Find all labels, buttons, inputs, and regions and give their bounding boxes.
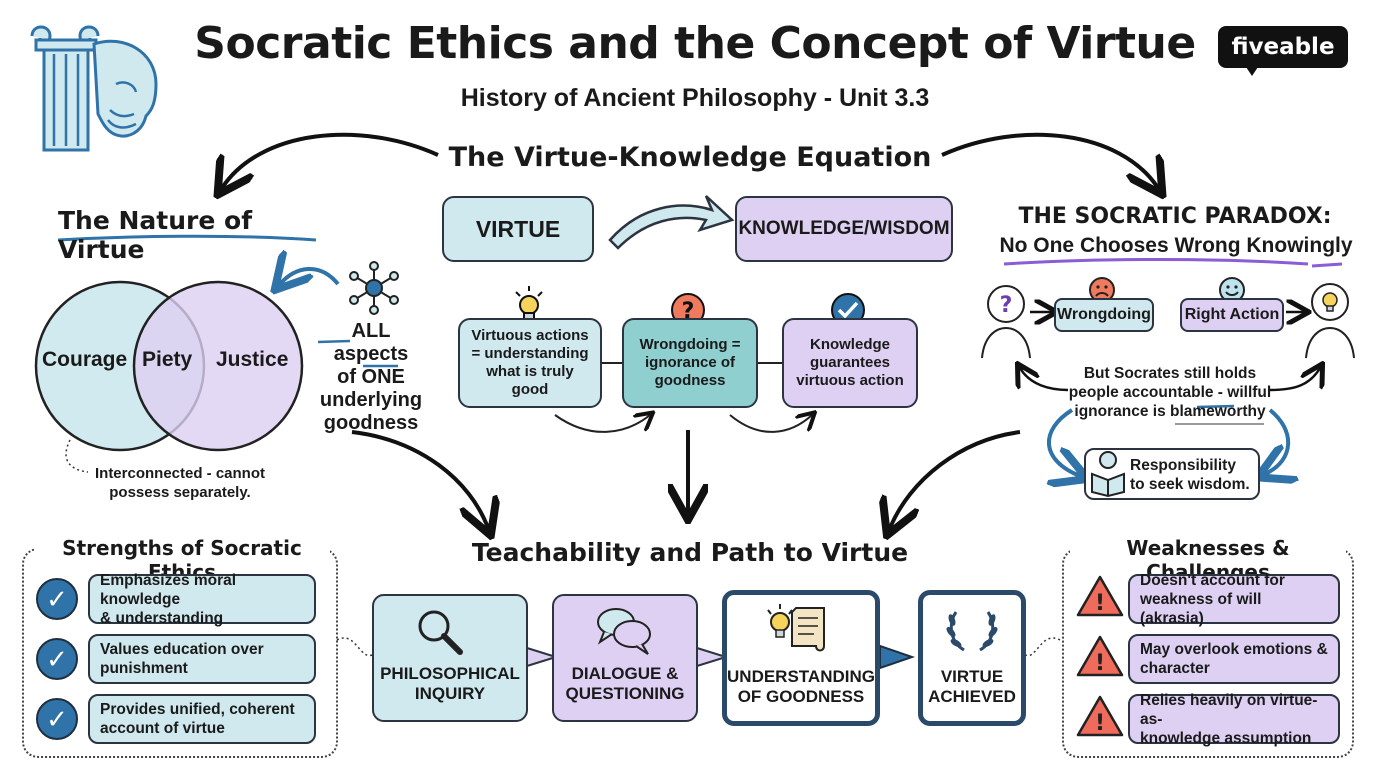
sad-face-icon (1088, 276, 1116, 304)
nature-heading: The Nature of Virtue (58, 206, 253, 264)
column-head-icon (24, 14, 164, 154)
path-step-achieved-l2: ACHIEVED (928, 687, 1016, 706)
strength-item-1: Emphasizes moral knowledge & understandi… (88, 571, 316, 627)
weakness-item-2: May overlook emotions & character (1128, 634, 1340, 684)
path-heading: Teachability and Path to Virtue (471, 538, 909, 567)
reading-person-icon (1088, 450, 1128, 498)
venn-label-courage: Courage (42, 348, 128, 371)
strength-check-icon-2: ✓ (36, 638, 78, 680)
page-title: Socratic Ethics and the Concept of Virtu… (194, 18, 1196, 69)
weakness-item-1: Doesn't account for weakness of will (ak… (1128, 571, 1340, 627)
paradox-heading-2: No One Chooses Wrong Knowingly (999, 234, 1353, 257)
equation-card-virtuous: Virtuous actions = understanding what is… (458, 318, 602, 408)
knowledge-box: KNOWLEDGE/WISDOM (735, 196, 953, 262)
weakness-item-3: Relies heavily on virtue-as- knowledge a… (1128, 691, 1340, 747)
fiveable-logo[interactable]: fiveable (1218, 26, 1348, 68)
confused-person-icon: ? (978, 282, 1034, 360)
equation-card-wrongdoing: Wrongdoing = ignorance of goodness (622, 318, 758, 408)
venn-diagram (34, 280, 304, 452)
weakness-item-3-l1: Relies heavily on virtue-as- (1140, 691, 1318, 728)
strength-item-1-l1: Emphasizes moral knowledge (100, 571, 237, 608)
strength-item-3-l1: Provides unified, coherent (100, 701, 295, 718)
right-action-box: Right Action (1180, 298, 1284, 332)
network-icon (346, 260, 402, 316)
svg-text:!: ! (1095, 591, 1105, 616)
lightbulb-icon (512, 286, 546, 326)
strength-item-2: Values education over punishment (88, 634, 316, 684)
paradox-heading-1: THE SOCRATIC PARADOX: (1018, 204, 1332, 229)
aspects-text: ALL aspects of ONE underlying goodness (312, 320, 430, 435)
path-step-achieved-l1: VIRTUE (940, 667, 1004, 686)
path-step-understanding-l1: UNDERSTANDING (727, 667, 875, 686)
path-step-dialogue-l1: DIALOGUE & (571, 664, 679, 683)
venn-label-justice: Justice (216, 348, 289, 371)
aspects-line-1: ALL aspects (333, 320, 409, 365)
responsibility-line-1: Responsibility (1130, 457, 1236, 474)
warning-icon-2: ! (1076, 634, 1124, 678)
logo-speech-tail (1244, 64, 1260, 76)
speech-bubbles-icon (594, 604, 654, 656)
weakness-item-1-l1: Doesn't account for (1140, 571, 1285, 589)
laurel-wreath-icon (946, 606, 998, 656)
scroll-lightbulb-icon (762, 602, 834, 656)
equation-card-knowledge: Knowledge guarantees virtuous action (782, 318, 918, 408)
strength-item-3-l2: account of virtue (100, 720, 225, 737)
accountable-line-2: people accountable - willful (1068, 384, 1272, 401)
strength-check-icon-1: ✓ (36, 578, 78, 620)
path-step-understanding-l2: OF GOODNESS (737, 687, 865, 706)
warning-icon-1: ! (1076, 574, 1124, 618)
accountable-text: But Socrates still holds people accounta… (1048, 364, 1292, 421)
strength-item-3: Provides unified, coherent account of vi… (88, 694, 316, 744)
path-step-inquiry-l2: INQUIRY (414, 684, 486, 703)
aspects-line-2: of ONE (337, 366, 405, 388)
responsibility-text: Responsibility to seek wisdom. (1130, 456, 1256, 494)
virtue-box: VIRTUE (442, 196, 594, 262)
responsibility-line-2: to seek wisdom. (1130, 476, 1250, 493)
aspects-line-4: goodness (323, 412, 419, 434)
venn-label-piety: Piety (142, 348, 193, 371)
interconnected-note: Interconnected - cannot possess separate… (86, 464, 274, 502)
accountable-line-3: ignorance is blameworthy (1074, 403, 1266, 420)
path-step-achieved: VIRTUE ACHIEVED (918, 590, 1026, 726)
accountable-line-1: But Socrates still holds (1083, 365, 1257, 382)
warning-icon-3: ! (1076, 694, 1124, 738)
enlightened-person-icon (1302, 280, 1358, 360)
svg-text:!: ! (1095, 711, 1105, 736)
path-step-inquiry: PHILOSOPHICAL INQUIRY (372, 594, 528, 722)
weakness-item-2-l1: May overlook emotions & (1140, 641, 1328, 658)
magnifier-icon (412, 604, 468, 660)
aspects-line-3: underlying (319, 389, 423, 411)
strength-check-icon-3: ✓ (36, 698, 78, 740)
strength-item-2-l1: Values education over (100, 641, 264, 658)
note-line-1: Interconnected - cannot (94, 465, 266, 482)
path-step-dialogue-l2: QUESTIONING (565, 684, 685, 703)
svg-text:?: ? (682, 299, 695, 324)
equation-heading: The Virtue-Knowledge Equation (448, 142, 932, 173)
weakness-item-1-l2: weakness of will (akrasia) (1140, 590, 1262, 627)
page-subtitle: History of Ancient Philosophy - Unit 3.3 (460, 84, 930, 112)
svg-text:?: ? (1000, 293, 1013, 318)
svg-text:!: ! (1095, 651, 1105, 676)
weakness-item-2-l2: character (1140, 660, 1210, 677)
note-line-2: possess separately. (109, 484, 251, 501)
wrongdoing-box: Wrongdoing (1054, 298, 1154, 332)
strength-item-2-l2: punishment (100, 660, 188, 677)
weakness-item-3-l2: knowledge assumption (1140, 729, 1312, 747)
strength-item-1-l2: & understanding (100, 609, 224, 627)
path-step-dialogue: DIALOGUE & QUESTIONING (552, 594, 698, 722)
path-step-inquiry-l1: PHILOSOPHICAL (380, 664, 520, 683)
